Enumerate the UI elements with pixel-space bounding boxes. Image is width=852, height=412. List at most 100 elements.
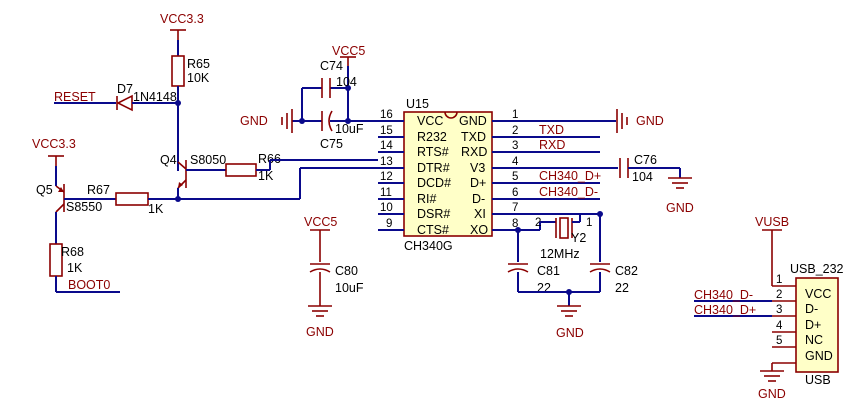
u15-pin1-num: 1 <box>512 109 518 121</box>
gnd-left-label: GND <box>240 114 268 128</box>
d7-diode <box>116 94 133 112</box>
u15-pin11-num: 11 <box>380 187 392 199</box>
u15-pin14-num: 14 <box>380 140 393 152</box>
y2-value: 12MHz <box>540 247 580 261</box>
u15-pin6-name: D- <box>472 192 485 206</box>
r68-ref: R68 <box>61 245 84 259</box>
u15-pin14-name: RTS# <box>417 145 449 159</box>
usb-pin3-num: 3 <box>776 304 782 316</box>
u15-pin4-num: 4 <box>512 156 519 168</box>
r68-value: 1K <box>67 261 83 275</box>
c76-ref: C76 <box>634 153 657 167</box>
d7-value: 1N4148 <box>133 90 177 104</box>
u15-pin15-name: R232 <box>417 130 447 144</box>
usb-pin2-num: 2 <box>776 289 782 301</box>
gnd-right-symbol: GND <box>616 109 664 133</box>
c75-value: 10uF <box>335 122 364 136</box>
q4-ref: Q4 <box>160 153 177 167</box>
gnd-right-label: GND <box>636 114 664 128</box>
u15-pin16-num: 16 <box>380 109 393 121</box>
usb-pin1-name: VCC <box>805 287 831 301</box>
usb-part: USB <box>805 373 831 387</box>
u15-left-pin-lines <box>378 120 404 231</box>
q4-transistor <box>177 160 187 189</box>
r65-resistor <box>171 55 185 87</box>
u15-pin13-num: 13 <box>380 156 393 168</box>
vcc33-top-symbol: VCC3.3 <box>160 12 204 40</box>
txd-net-label: TXD <box>539 123 564 137</box>
ch340-dp-net-label: CH340_D+ <box>539 169 601 183</box>
u15-pin4-name: V3 <box>470 161 485 175</box>
q5-transistor <box>55 184 65 213</box>
y2-pin2: 2 <box>535 217 541 229</box>
gnd-left-symbol: GND <box>240 109 293 133</box>
ch340-dn-net-label: CH340_D- <box>539 185 598 199</box>
gnd-usb-symbol: GND <box>758 370 786 401</box>
u15-right-pin-lines <box>492 120 618 231</box>
gnd-c80-symbol: GND <box>306 305 334 339</box>
c82-ref: C82 <box>615 264 638 278</box>
vcc33-top-label: VCC3.3 <box>160 12 204 26</box>
usb-pin5-name: GND <box>805 349 833 363</box>
c74-ref: C74 <box>320 59 343 73</box>
y2-crystal <box>559 217 569 239</box>
q5-ref: Q5 <box>36 183 53 197</box>
r66-ref: R66 <box>258 152 281 166</box>
r66-resistor <box>225 163 257 177</box>
usb-pin5-num: 5 <box>776 335 782 347</box>
u15-pin2-name: TXD <box>461 130 486 144</box>
u15-body <box>403 111 493 237</box>
usb-pin4-num: 4 <box>776 320 783 332</box>
vcc5-top-label: VCC5 <box>332 44 365 58</box>
u15-pin13-name: DTR# <box>417 161 450 175</box>
u15-pin12-name: DCD# <box>417 176 451 190</box>
u15-pin6-num: 6 <box>512 187 518 199</box>
u15-pin5-name: D+ <box>470 176 486 190</box>
gnd-xtal-label: GND <box>556 326 584 340</box>
u15-pin12-num: 12 <box>380 171 393 183</box>
c82-value: 22 <box>615 281 629 295</box>
u15-pin16-name: VCC <box>417 114 443 128</box>
c74-value: 104 <box>336 75 357 89</box>
c81-ref: C81 <box>537 264 560 278</box>
vcc5-mid-label: VCC5 <box>304 215 337 229</box>
u15-ref: U15 <box>406 97 429 111</box>
y2-pin1: 1 <box>586 217 592 229</box>
u15-pin11-name: RI# <box>417 192 437 206</box>
usb-pin1-num: 1 <box>776 274 782 286</box>
u15-pin3-name: RXD <box>461 145 487 159</box>
gnd-xtal-symbol: GND <box>556 305 584 340</box>
r67-resistor <box>115 192 149 206</box>
usb-pin3-name: D+ <box>805 318 821 332</box>
u15-part: CH340G <box>404 239 453 253</box>
usb-pin4-name: NC <box>805 333 823 347</box>
r67-value: 1K <box>148 202 164 216</box>
boot0-net-label: BOOT0 <box>68 278 110 292</box>
u15-pin8-num: 8 <box>512 218 518 230</box>
vusb-symbol: VUSB <box>755 215 789 286</box>
c80-value: 10uF <box>335 281 364 295</box>
gnd-usb-label: GND <box>758 387 786 401</box>
usb-pin2-name: D- <box>805 302 818 316</box>
gnd-c80-label: GND <box>306 325 334 339</box>
u15-pin3-num: 3 <box>512 140 518 152</box>
r65-value: 10K <box>187 71 210 85</box>
u15-pin8-name: XO <box>470 223 488 237</box>
vcc33-left-label: VCC3.3 <box>32 137 76 151</box>
vcc5-mid-symbol: VCC5 <box>304 215 337 262</box>
usb-ch340-dp-label: CH340_D+ <box>694 303 756 317</box>
r65-ref: R65 <box>187 57 210 71</box>
u15-pin7-num: 7 <box>512 202 518 214</box>
u15-pin1-name: GND <box>459 114 487 128</box>
u15-pin10-num: 10 <box>380 202 393 214</box>
vusb-label: VUSB <box>755 215 789 229</box>
vcc5-top-symbol: VCC5 <box>332 44 365 66</box>
gnd-c76-symbol: GND <box>666 177 694 215</box>
q4-value: S8050 <box>190 153 226 167</box>
u15-pin2-num: 2 <box>512 125 518 137</box>
rxd-net-label: RXD <box>539 138 565 152</box>
d7-ref: D7 <box>117 82 133 96</box>
u15-pin5-num: 5 <box>512 171 518 183</box>
